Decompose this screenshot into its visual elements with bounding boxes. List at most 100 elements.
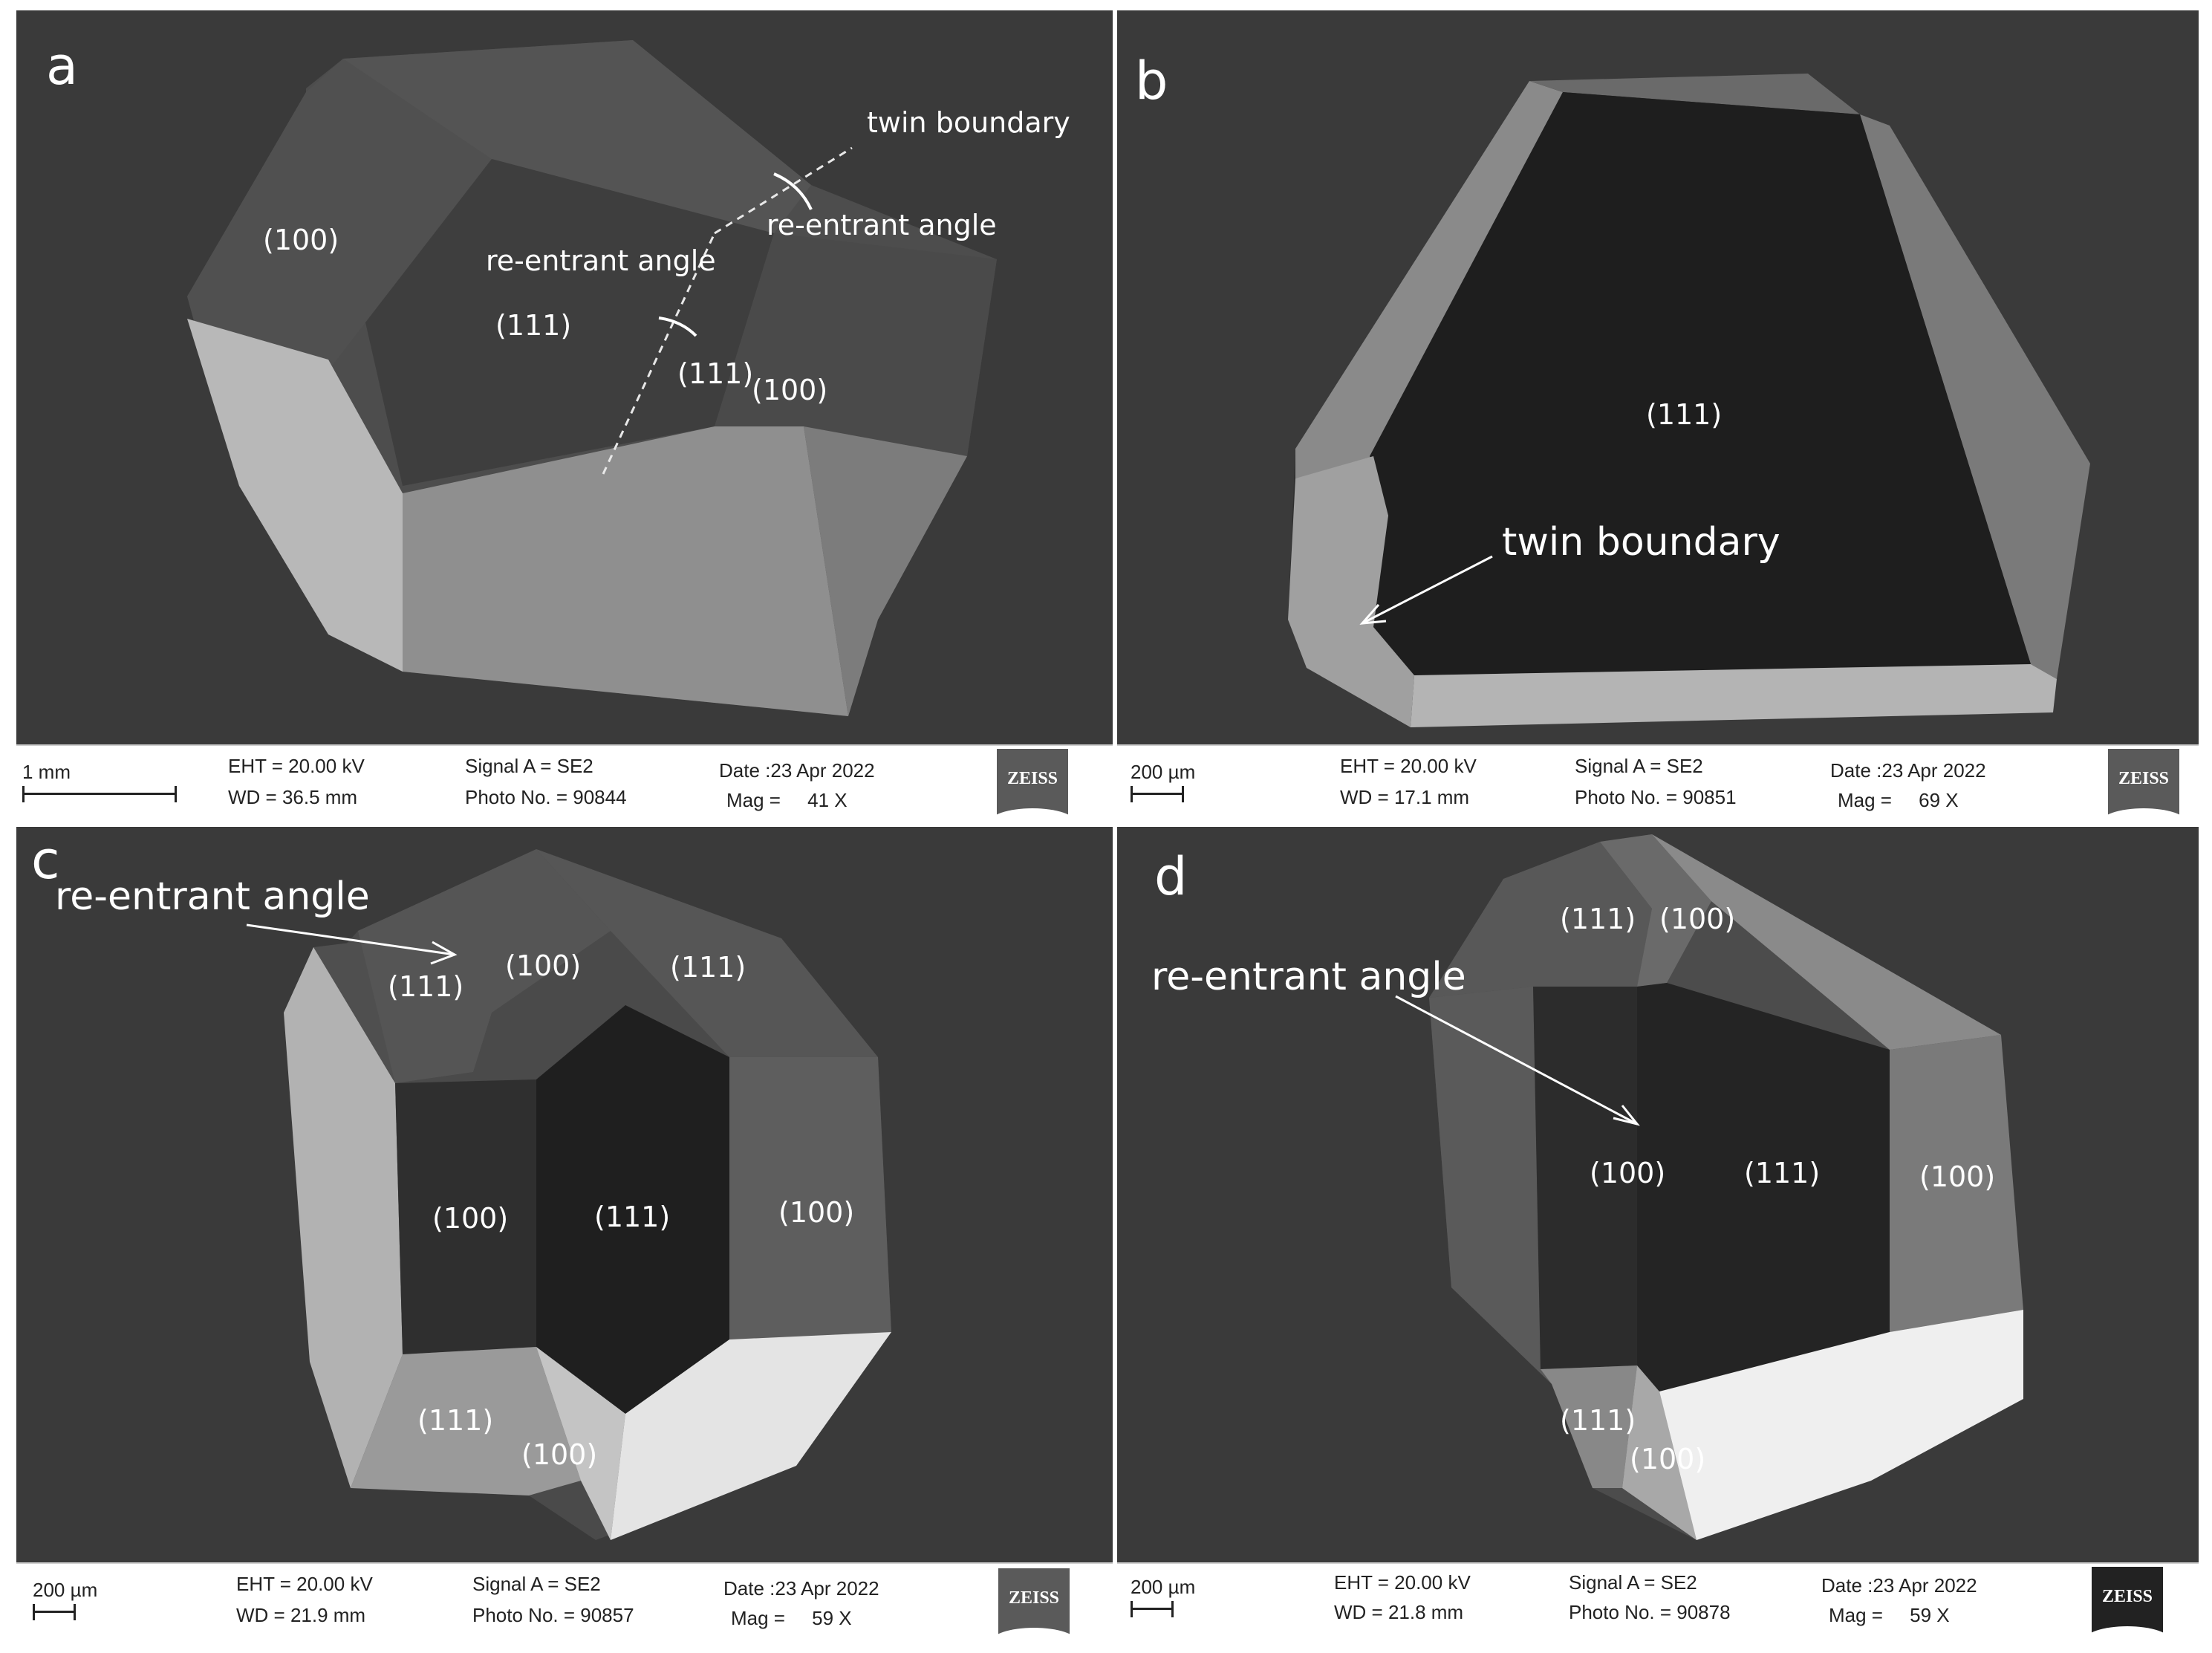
panel-letter-c: c [31, 830, 60, 891]
photo-no-b: Photo No. = 90851 [1575, 786, 1737, 808]
crystal-d-face-top-right [1652, 834, 2001, 1050]
crystal-c-face-left-bright [284, 947, 403, 1488]
crystal-c-face-bot-111 [351, 1347, 581, 1496]
crystal-d-graphic [1395, 834, 2023, 1540]
mag-a: Mag = 41 X [726, 789, 848, 811]
crystal-b-face-111 [1370, 92, 2031, 675]
crystal-c-face-mid-100-right [729, 1057, 891, 1339]
label-mid-100-right-d: (100) [1919, 1160, 1996, 1193]
crystal-c-face-mid-100-left [395, 1079, 536, 1354]
scale-label-a: 1 mm [22, 761, 71, 783]
crystal-a-face-top [328, 40, 811, 233]
reentrant-arc-a2 [658, 316, 697, 337]
scale-label-b: 200 µm [1131, 761, 1196, 783]
mag-c: Mag = 59 X [731, 1607, 852, 1629]
signal-a: Signal A = SE2 [465, 755, 593, 777]
label-twin-boundary-a: twin boundary [867, 106, 1070, 139]
eht-c: EHT = 20.00 kV [236, 1573, 373, 1595]
scale-label-d: 200 µm [1131, 1576, 1196, 1598]
zeiss-logo-c: ZEISS [998, 1568, 1070, 1640]
crystal-b-edge-top [1529, 74, 1860, 114]
label-top-111-right-c: (111) [670, 951, 746, 984]
label-bot-111-c: (111) [417, 1404, 494, 1437]
crystal-a-face-right-lower [804, 426, 967, 716]
crystal-d-face-mid-100-right [1890, 1035, 2023, 1332]
crystal-d-face-bot-bright [1659, 1310, 2023, 1540]
info-bar-b: 200 µm EHT = 20.00 kV WD = 17.1 mm Signa… [1117, 744, 2199, 822]
crystal-b-edge-left [1295, 81, 1563, 478]
crystal-a-face-rough [403, 426, 848, 716]
eht-a: EHT = 20.00 kV [228, 755, 365, 777]
twin-boundary-arrow-line-b [1362, 555, 1493, 625]
label-top-100-d: (100) [1659, 903, 1736, 935]
crystal-c-face-top-100 [358, 849, 611, 1083]
label-bot-100-d: (100) [1630, 1443, 1706, 1475]
crystal-b-edge-right [1860, 114, 2090, 679]
sem-image-b: b (111) twin boundary [1117, 10, 2199, 744]
label-reentrant-c: re-entrant angle [55, 874, 370, 919]
crystal-d-face-mid-111 [1637, 983, 1890, 1391]
scale-label-c: 200 µm [33, 1579, 98, 1601]
scale-bar-a [22, 786, 177, 802]
label-reentrant-d: re-entrant angle [1151, 955, 1466, 999]
crystal-a-graphic [187, 40, 997, 716]
scale-bar-b [1131, 786, 1184, 802]
label-mid-100-left-d: (100) [1590, 1157, 1666, 1189]
wd-a: WD = 36.5 mm [228, 786, 358, 808]
label-100-right-a: (100) [752, 374, 828, 406]
panel-d: d re-entrant angle (111) (100) (100) (11… [1117, 827, 2199, 1643]
crystal-d-face-top-100 [1600, 834, 1711, 987]
crystal-d-face-bot-100 [1622, 1365, 1697, 1540]
eht-d: EHT = 20.00 kV [1334, 1571, 1471, 1594]
crystal-b-twin-step [1288, 456, 1414, 727]
wd-d: WD = 21.8 mm [1334, 1601, 1464, 1623]
label-111-right-a: (111) [677, 357, 754, 390]
label-mid-111-c: (111) [594, 1201, 671, 1233]
photo-no-d: Photo No. = 90878 [1569, 1601, 1731, 1623]
twin-boundary-arrowhead-b [1359, 604, 1387, 625]
crystal-d-face-bot-111 [1541, 1365, 1637, 1488]
label-bot-111-d: (111) [1560, 1404, 1636, 1437]
scale-bar-c [33, 1604, 76, 1620]
mag-b: Mag = 69 X [1838, 789, 1959, 811]
crystal-d-face-left [1429, 987, 1552, 1384]
sem-image-c: c re-entrant angle (111) (100) (111) (10… [16, 827, 1113, 1562]
label-mid-111-d: (111) [1744, 1157, 1821, 1189]
crystal-a-face-right [715, 233, 997, 456]
scale-bar-d [1131, 1601, 1174, 1617]
panel-c: c re-entrant angle (111) (100) (111) (10… [16, 827, 1113, 1643]
panel-b: b (111) twin boundary 200 µm EHT = 20.00… [1117, 10, 2199, 822]
photo-no-c: Photo No. = 90857 [472, 1604, 634, 1626]
sem-image-d: d re-entrant angle (111) (100) (100) (11… [1117, 827, 2199, 1562]
info-bar-c: 200 µm EHT = 20.00 kV WD = 21.9 mm Signa… [16, 1562, 1113, 1643]
crystal-c-graphic [246, 849, 891, 1540]
crystal-a-face-111-center [365, 159, 774, 486]
wd-b: WD = 17.1 mm [1340, 786, 1470, 808]
crystal-c-face-bot-100 [536, 1347, 625, 1540]
signal-c: Signal A = SE2 [472, 1573, 601, 1595]
reentrant-arc-a1 [773, 172, 813, 210]
label-twin-boundary-b: twin boundary [1502, 520, 1780, 565]
crystal-a-face-bright-left [187, 319, 403, 672]
wd-c: WD = 21.9 mm [236, 1604, 366, 1626]
crystal-b-graphic [1288, 74, 2090, 727]
zeiss-logo-b: ZEISS [2108, 749, 2179, 820]
twin-boundary-line-a2 [714, 146, 853, 235]
label-111-center-a: (111) [495, 309, 572, 342]
info-bar-d: 200 µm EHT = 20.00 kV WD = 21.8 mm Signa… [1117, 1562, 2199, 1643]
label-reentrant-a2: re-entrant angle [767, 209, 997, 241]
label-top-111-d: (111) [1560, 903, 1636, 935]
date-d: Date :23 Apr 2022 [1821, 1574, 1977, 1597]
date-c: Date :23 Apr 2022 [723, 1577, 879, 1600]
crystal-c-face-bot-bright [611, 1332, 891, 1540]
crystal-d-face-top-111 [1429, 842, 1652, 998]
label-reentrant-a1: re-entrant angle [486, 244, 716, 277]
panel-letter-b: b [1135, 51, 1168, 111]
sem-image-a: a twin boundary re-entrant angle re-entr… [16, 10, 1113, 744]
date-a: Date :23 Apr 2022 [719, 759, 875, 782]
info-bar-a: 1 mm EHT = 20.00 kV WD = 36.5 mm Signal … [16, 744, 1113, 822]
reentrant-arrow-line-d [1395, 995, 1638, 1126]
label-top-100-c: (100) [505, 949, 582, 982]
zeiss-logo-a: ZEISS [997, 749, 1068, 820]
crystal-c-face-top-111-right [536, 849, 878, 1057]
